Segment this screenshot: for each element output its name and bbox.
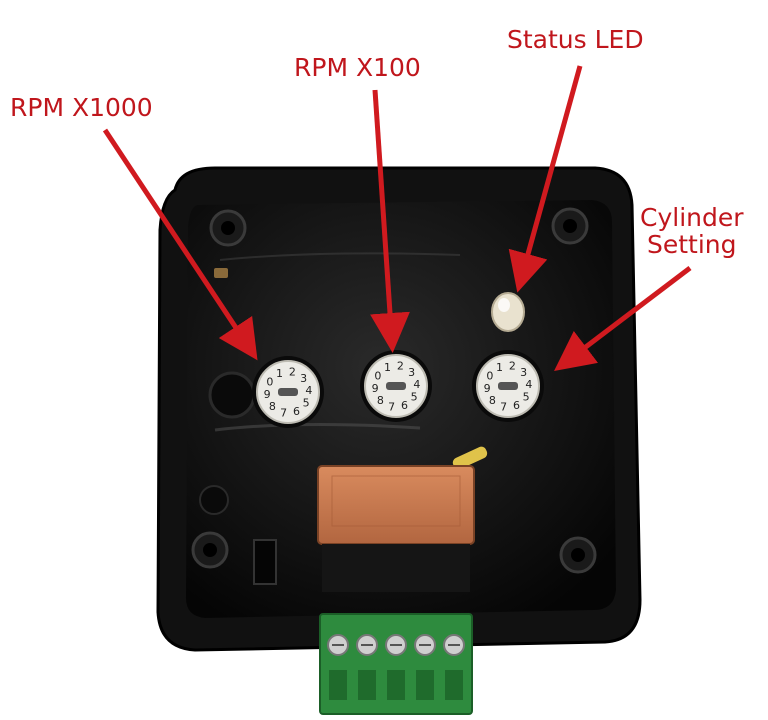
label-cylinder-setting: Cylinder Setting [640, 204, 744, 258]
dial-slot [386, 382, 406, 390]
screw-hole [551, 207, 589, 245]
dial-digit: 9 [372, 382, 379, 395]
dial-digit: 0 [486, 370, 493, 383]
dial-digit: 7 [500, 401, 507, 414]
arrow-cylinder-setting [554, 266, 692, 372]
screw-hole [191, 531, 229, 569]
dial-digit: 1 [496, 361, 503, 374]
terminal-slot [358, 670, 376, 700]
dial-digit: 6 [401, 399, 408, 412]
arrow-status-led [508, 65, 583, 293]
dial-digit: 3 [520, 366, 527, 379]
dial-digit: 5 [523, 391, 530, 404]
dial-slot [498, 382, 518, 390]
screw-hole [209, 209, 247, 247]
terminal-slot [445, 670, 463, 700]
dial-digit: 5 [303, 397, 310, 410]
dial-digit: 3 [300, 372, 307, 385]
dial-digit: 3 [408, 366, 415, 379]
dial-digit: 5 [411, 391, 418, 404]
label-cylinder-line1: Cylinder [640, 203, 744, 232]
dial-digit: 9 [484, 382, 491, 395]
terminal-slot [387, 670, 405, 700]
dial-digit: 8 [489, 394, 496, 407]
dial-digit: 1 [276, 367, 283, 380]
arrow-rpm-x1000 [102, 128, 258, 361]
arrow-rpm-x100 [370, 89, 410, 353]
dial-digit: 2 [397, 359, 404, 372]
label-rpm-x100: RPM X100 [294, 53, 421, 82]
label-rpm-x1000: RPM X1000 [10, 93, 153, 122]
dial-digit: 4 [413, 378, 420, 391]
terminal-block [319, 613, 473, 715]
dial-digit: 0 [266, 376, 273, 389]
label-status-led: Status LED [507, 25, 644, 54]
dial-digit: 1 [384, 361, 391, 374]
dial-digit: 9 [264, 388, 271, 401]
dial-digit: 7 [280, 407, 287, 420]
label-cylinder-line2: Setting [647, 230, 737, 259]
terminal-slot [416, 670, 434, 700]
dial-digit: 4 [525, 378, 532, 391]
status-led [491, 292, 525, 332]
dial-digit: 6 [513, 399, 520, 412]
dial-digit: 2 [289, 365, 296, 378]
dial-digit: 2 [509, 359, 516, 372]
terminal-slot [329, 670, 347, 700]
dial-digit: 6 [293, 405, 300, 418]
relay [317, 465, 475, 592]
dial-digit: 7 [388, 401, 395, 414]
dial-digit: 8 [269, 400, 276, 413]
screw-hole [559, 536, 597, 574]
dial-digit: 0 [374, 370, 381, 383]
dial-digit: 4 [305, 384, 312, 397]
dial-digit: 8 [377, 394, 384, 407]
dial-slot [278, 388, 298, 396]
